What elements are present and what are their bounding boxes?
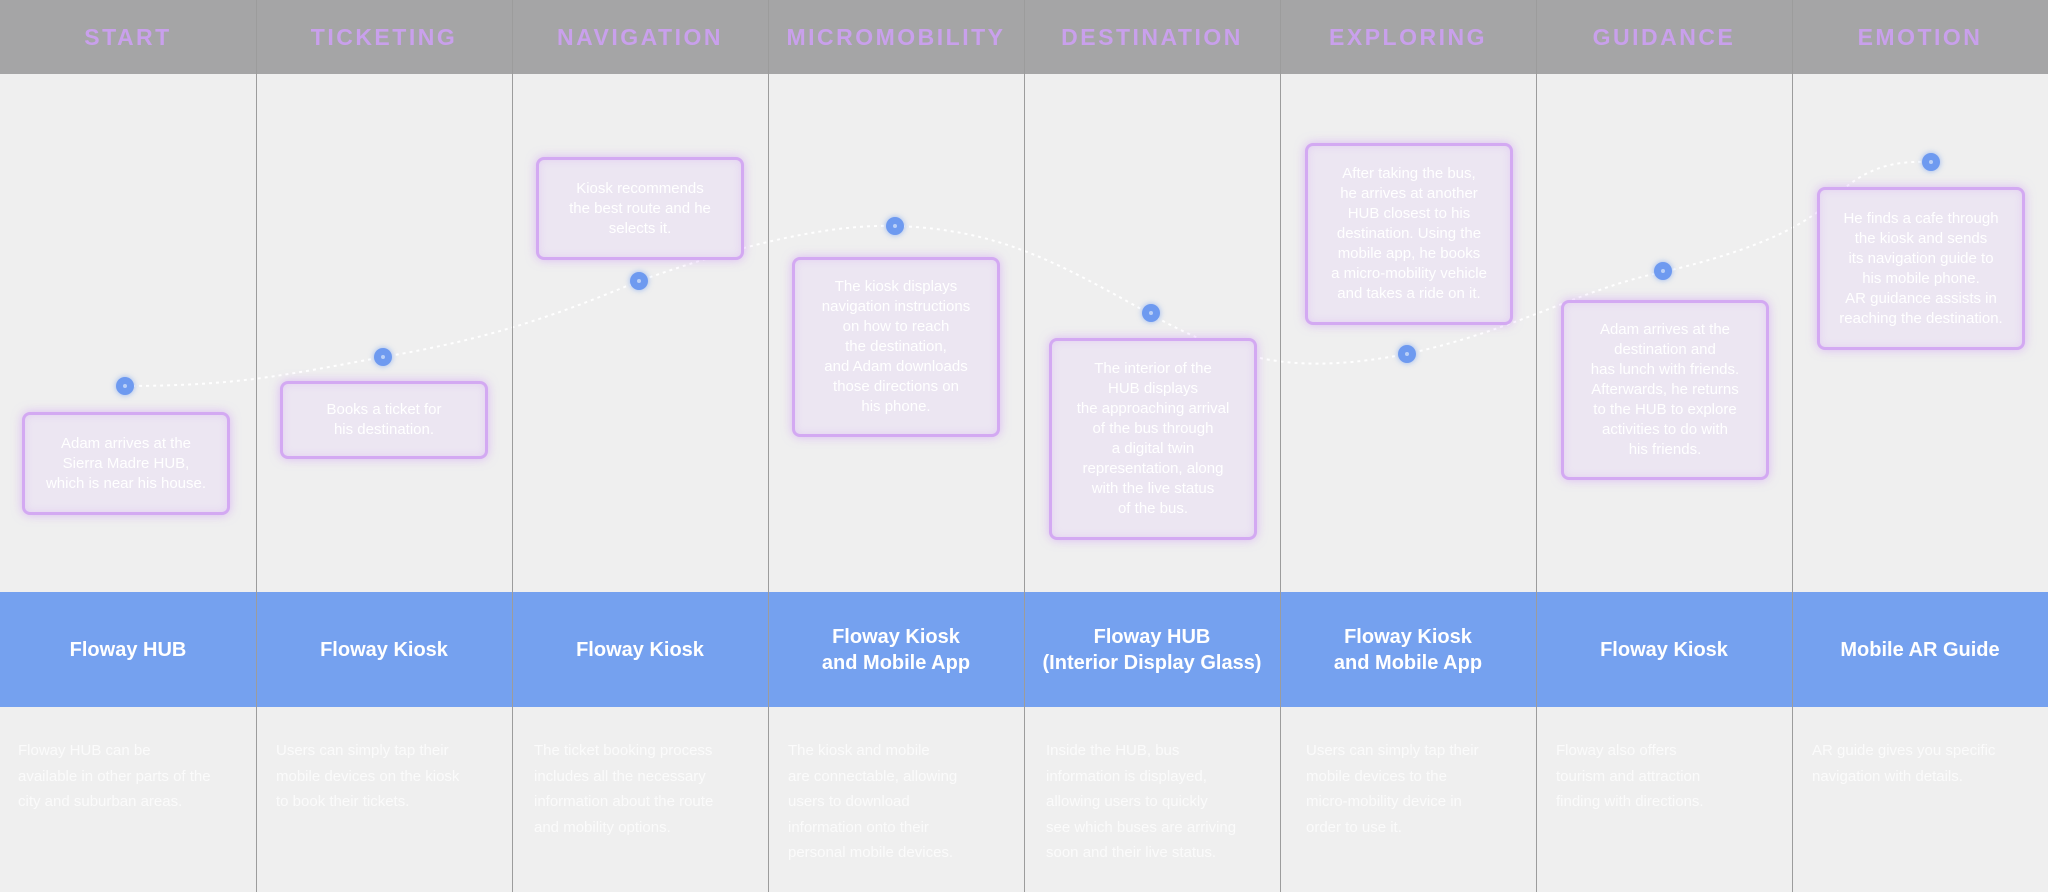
column-divider	[768, 0, 769, 892]
note-destination: Inside the HUB, bus information is displ…	[1046, 742, 1237, 861]
journey-dot-destination	[1142, 304, 1160, 322]
column-divider	[1792, 0, 1793, 892]
stage-title-destination: DESTINATION	[1061, 23, 1243, 50]
journey-path	[124, 160, 1932, 387]
stage-title-emotion: EMOTION	[1857, 23, 1983, 50]
note-guidance: Floway also offers tourism and attractio…	[1556, 742, 1704, 810]
event-card-micromobility: The kiosk displays navigation instructio…	[792, 257, 1000, 437]
column-divider	[512, 0, 513, 892]
touchpoint-navigation: Floway Kiosk	[576, 638, 704, 661]
event-card-guidance: Adam arrives at the destination and has …	[1561, 300, 1769, 480]
journey-dot-micromobility	[886, 217, 904, 235]
note-emotion: AR guide gives you specific navigation w…	[1812, 742, 1996, 785]
column-divider	[1024, 0, 1025, 892]
stage-title-guidance: GUIDANCE	[1592, 23, 1736, 50]
note-exploring: Users can simply tap their mobile device…	[1306, 742, 1479, 836]
touchpoint-guidance: Floway Kiosk	[1600, 638, 1728, 661]
touchpoint-micromobility: Floway Kiosk and Mobile App	[821, 625, 971, 674]
note-navigation: The ticket booking process includes all …	[534, 742, 714, 836]
event-card-destination: The interior of the HUB displays the app…	[1049, 338, 1257, 540]
event-card-emotion: He finds a cafe through the kiosk and se…	[1817, 187, 2025, 350]
column-divider	[1280, 0, 1281, 892]
journey-dot-guidance	[1654, 262, 1672, 280]
column-divider	[256, 0, 257, 892]
journey-dot-emotion	[1922, 153, 1940, 171]
event-card-exploring: After taking the bus, he arrives at anot…	[1305, 143, 1513, 325]
stage-title-micromobility: MICROMOBILITY	[786, 23, 1006, 50]
journey-dot-ticketing	[374, 348, 392, 366]
note-micromobility: The kiosk and mobile are connectable, al…	[788, 742, 958, 861]
event-card-start: Adam arrives at the Sierra Madre HUB, wh…	[22, 412, 230, 515]
touchpoint-ticketing: Floway Kiosk	[320, 638, 448, 661]
stage-title-ticketing: TICKETING	[310, 23, 458, 50]
touchpoint-start: Floway HUB	[69, 638, 187, 661]
note-start: Floway HUB can be available in other par…	[18, 742, 211, 810]
journey-dot-exploring	[1398, 345, 1416, 363]
event-card-navigation: Kiosk recommends the best route and he s…	[536, 157, 744, 260]
column-divider	[1536, 0, 1537, 892]
journey-dot-navigation	[630, 272, 648, 290]
event-card-ticketing: Books a ticket for his destination.	[280, 381, 488, 459]
stage-title-exploring: EXPLORING	[1329, 23, 1487, 50]
touchpoint-emotion: Mobile AR Guide	[1840, 638, 2000, 661]
journey-dot-start	[116, 377, 134, 395]
note-ticketing: Users can simply tap their mobile device…	[276, 742, 460, 810]
touchpoint-destination: Floway HUB (Interior Display Glass)	[1042, 625, 1262, 674]
touchpoint-exploring: Floway Kiosk and Mobile App	[1333, 625, 1483, 674]
stage-title-start: START	[84, 23, 172, 50]
stage-title-navigation: NAVIGATION	[557, 23, 723, 50]
